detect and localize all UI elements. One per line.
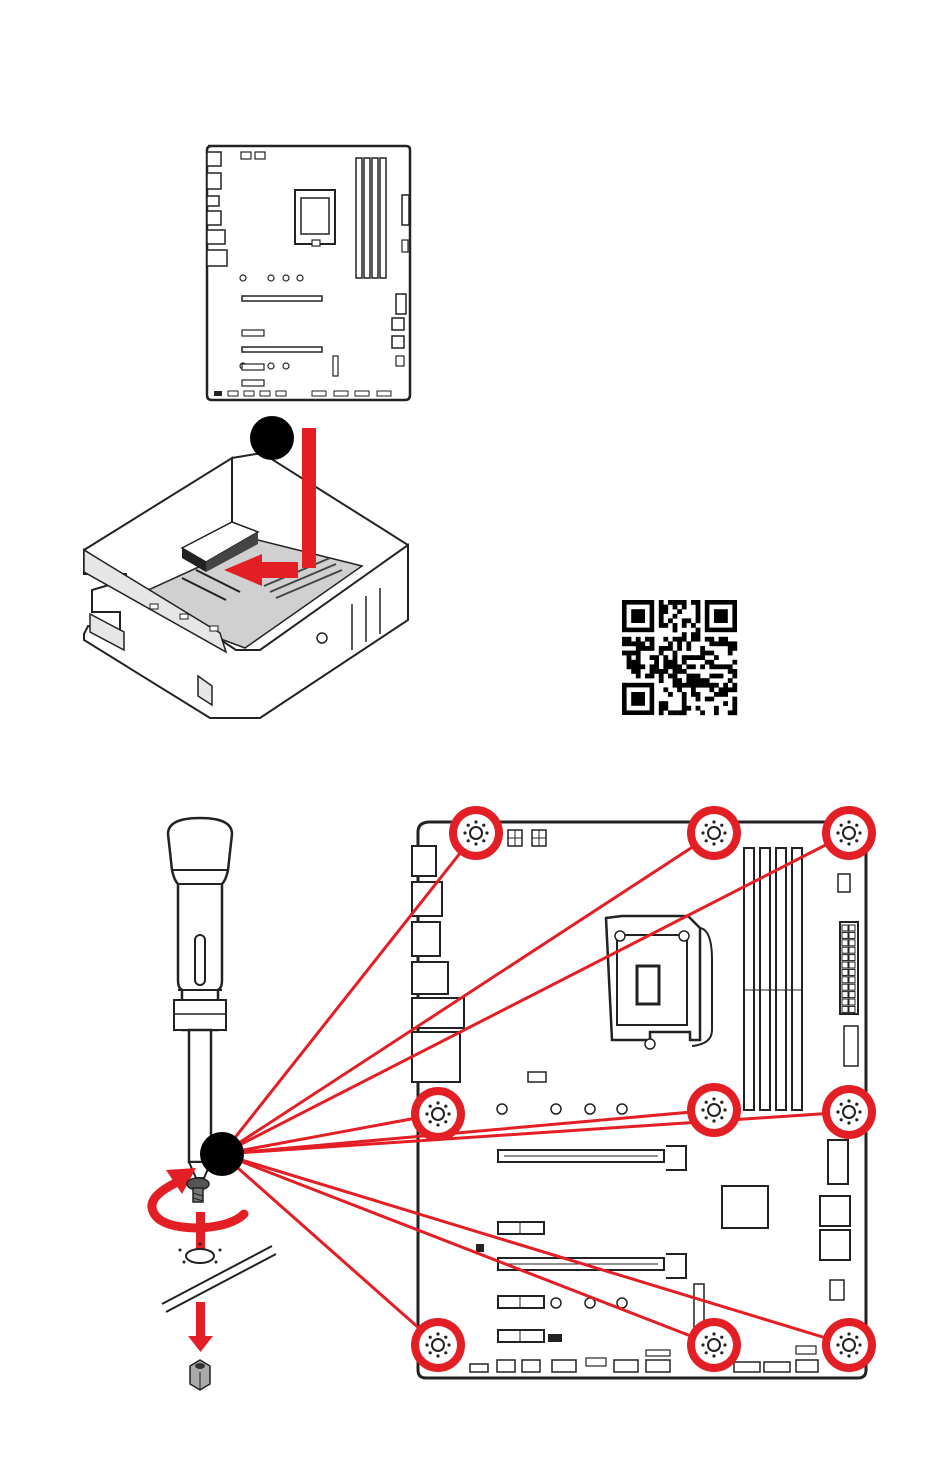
motherboard-top-view <box>207 146 410 400</box>
mount-line-bl <box>222 1154 438 1345</box>
pc-case <box>84 453 408 718</box>
mount-point-mr <box>822 1085 876 1139</box>
motherboard-layout <box>412 822 866 1378</box>
screw-icon <box>187 1178 209 1202</box>
mount-point-tl <box>449 806 503 860</box>
mount-point-ml <box>411 1087 465 1141</box>
mount-point-tm <box>687 806 741 860</box>
step-callout-dot <box>250 416 294 460</box>
screw-callout-dot <box>200 1132 244 1176</box>
mount-point-bm <box>687 1318 741 1372</box>
standoff-arrow <box>188 1302 213 1352</box>
mount-point-tr <box>822 806 876 860</box>
mount-point-br <box>822 1318 876 1372</box>
qr-code <box>622 600 737 715</box>
mount-point-mm <box>687 1083 741 1137</box>
mount-point-bl <box>411 1318 465 1372</box>
screwdriver-icon <box>168 818 232 1178</box>
standoff-icon <box>190 1360 210 1390</box>
